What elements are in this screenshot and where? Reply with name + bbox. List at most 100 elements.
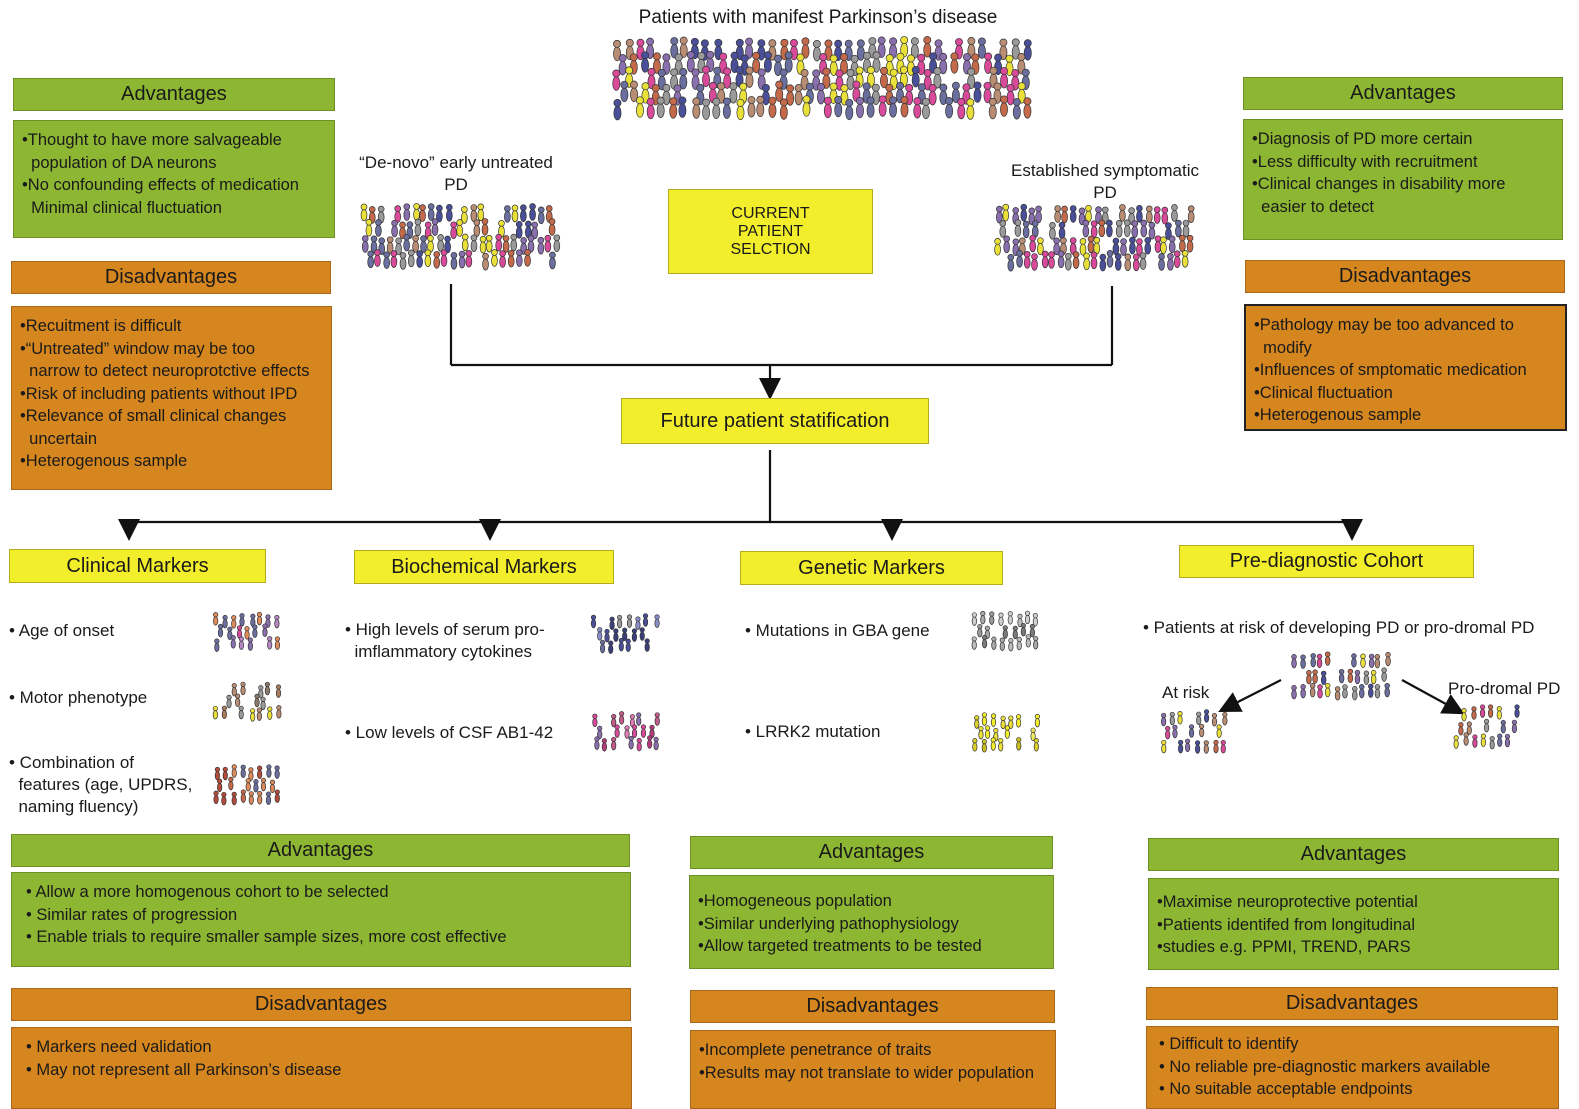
- person-figure-37: [1175, 219, 1182, 238]
- person-figure-10: [236, 625, 243, 639]
- person-figure-2: [1480, 704, 1486, 718]
- person-figure-21: [1033, 635, 1039, 650]
- person-figure-7: [1032, 613, 1038, 627]
- prediagnostic-crowd-icon: [1291, 651, 1391, 701]
- person-figure-15: [221, 791, 227, 806]
- person-figure-36: [1165, 222, 1172, 240]
- person-figure-155: [845, 98, 854, 121]
- prodromal-label: Pro-dromal PD: [1448, 679, 1561, 698]
- person-figure-15: [1354, 669, 1361, 685]
- person-figure-1: [1471, 706, 1477, 720]
- person-figure-16: [1146, 205, 1153, 224]
- person-figure-14: [1185, 738, 1191, 753]
- person-figure-130: [951, 81, 960, 104]
- list-item: •Relevance of small clinical changes: [20, 407, 287, 425]
- person-figure-18: [1381, 667, 1387, 682]
- person-figure-68: [1065, 252, 1072, 271]
- person-figure-0: [213, 612, 219, 626]
- person-figure-102: [620, 80, 629, 103]
- person-figure-19: [274, 636, 281, 650]
- diagram-title: Patients with manifest Parkinson’s disea…: [638, 7, 998, 28]
- person-figure-46: [444, 235, 451, 254]
- left-advantages-header: Advantages: [13, 78, 335, 111]
- person-figure-59: [1179, 234, 1186, 253]
- person-figure-75: [507, 249, 515, 268]
- right-disadvantages-box: •Pathology may be too advanced to modify…: [1244, 304, 1567, 431]
- person-figure-46: [752, 51, 761, 74]
- person-figure-15: [628, 735, 634, 750]
- person-figure-43: [1029, 234, 1037, 253]
- person-figure-16: [1203, 740, 1209, 754]
- person-figure-3: [1316, 653, 1323, 669]
- person-figure-91: [880, 66, 888, 89]
- person-figure-73: [491, 249, 498, 267]
- person-figure-28: [456, 219, 463, 237]
- at-risk-crowd-icon: [1161, 709, 1228, 754]
- person-figure-70: [612, 69, 621, 91]
- person-figure-13: [981, 739, 987, 753]
- list-item: •No confounding effects of medication: [22, 176, 299, 194]
- person-figure-16: [636, 737, 642, 752]
- person-figure-10: [622, 627, 628, 642]
- person-figure-17: [1504, 733, 1511, 748]
- person-figure-111: [729, 82, 738, 104]
- person-figure-15: [276, 705, 282, 719]
- person-figure-53: [840, 53, 848, 75]
- person-figure-45: [1053, 237, 1060, 256]
- person-figure-10: [640, 724, 647, 738]
- person-figure-1: [981, 712, 987, 726]
- person-figure-22: [1014, 219, 1022, 237]
- person-figure-112: [739, 82, 748, 104]
- person-figure-126: [905, 83, 914, 106]
- person-figure-76: [516, 249, 523, 267]
- person-figure-77: [1139, 252, 1147, 270]
- person-figure-49: [784, 51, 793, 73]
- person-figure-11: [1312, 669, 1318, 684]
- person-figure-15: [230, 635, 236, 649]
- person-figure-81: [1181, 249, 1189, 268]
- future-stratification-box: Future patient statification: [621, 398, 929, 444]
- genetic-advantages-box: •Homogeneous population •Similar underly…: [689, 875, 1054, 969]
- prediagnostic-advantages-header: Advantages: [1148, 838, 1559, 871]
- list-item: •Influences of smptomatic medication: [1254, 361, 1527, 379]
- person-figure-15: [1194, 740, 1201, 754]
- person-figure-13: [262, 623, 268, 637]
- person-figure-34: [1140, 219, 1148, 238]
- person-figure-16: [812, 40, 821, 62]
- person-figure-52: [829, 54, 838, 76]
- person-figure-20: [375, 219, 382, 237]
- person-figure-2: [231, 764, 237, 778]
- person-figure-30: [1384, 682, 1390, 698]
- biochemical-item-csf: • Low levels of CSF AB1-42: [345, 723, 554, 742]
- person-figure-1: [1300, 654, 1306, 669]
- genetic-markers-header: Genetic Markers: [740, 551, 1003, 585]
- person-figure-19: [365, 218, 373, 237]
- person-figure-11: [1216, 724, 1222, 738]
- list-item: population of DA neurons: [22, 153, 217, 172]
- person-figure-27: [450, 221, 457, 240]
- person-figure-138: [636, 96, 644, 118]
- person-figure-147: [736, 98, 745, 121]
- person-figure-1: [611, 713, 617, 728]
- person-figure-14: [611, 736, 617, 751]
- person-figure-47: [461, 233, 469, 252]
- person-figure-2: [990, 713, 997, 727]
- person-figure-8: [1374, 654, 1381, 669]
- person-figure-13: [504, 205, 511, 223]
- person-figure-7: [1061, 205, 1068, 224]
- right-advantages-box: •Diagnosis of PD more certain •Less diff…: [1243, 119, 1563, 240]
- prediagnostic-item: • Patients at risk of developing PD or p…: [1143, 618, 1535, 637]
- prodromal-crowd-icon: [1453, 704, 1520, 750]
- person-figure-1: [240, 681, 246, 696]
- person-figure-3: [239, 613, 245, 627]
- left-disadvantages-box: •Recuitment is difficult •“Untreated” wi…: [11, 306, 332, 490]
- right-disadvantages-header: Disadvantages: [1245, 260, 1565, 293]
- person-figure-116: [794, 84, 803, 106]
- person-figure-57: [1160, 236, 1167, 255]
- person-figure-60: [1186, 234, 1194, 253]
- person-figure-34: [531, 221, 539, 240]
- person-figure-6: [1034, 713, 1040, 728]
- person-figure-63: [950, 52, 959, 74]
- person-figure-20: [856, 39, 865, 61]
- person-figure-135: [1006, 83, 1015, 106]
